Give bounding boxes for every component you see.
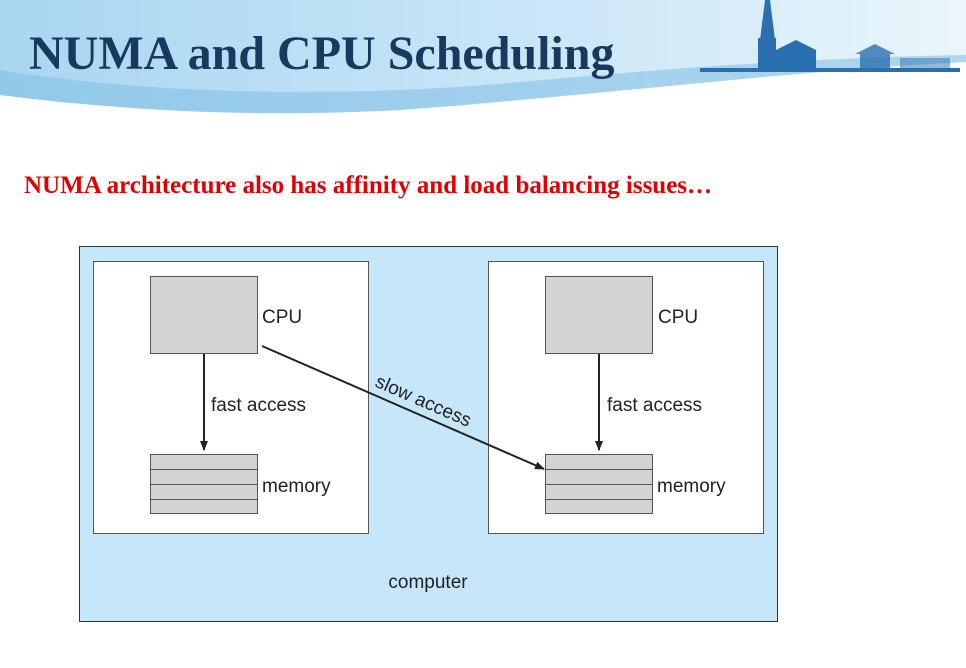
left-cpu-label: CPU bbox=[262, 307, 302, 328]
right-fast-access-label: fast access bbox=[607, 395, 702, 416]
header-banner bbox=[0, 0, 966, 114]
right-cpu-label: CPU bbox=[658, 307, 698, 328]
skyline-logo bbox=[700, 0, 960, 72]
right-memory-label: memory bbox=[657, 476, 726, 497]
computer-label: computer bbox=[388, 572, 468, 593]
left-memory-stack bbox=[150, 454, 258, 514]
right-memory-stack bbox=[545, 454, 653, 514]
left-fast-access-label: fast access bbox=[211, 395, 306, 416]
left-cpu-box bbox=[150, 276, 258, 354]
slide-subtitle: NUMA architecture also has affinity and … bbox=[24, 172, 713, 199]
right-cpu-box bbox=[545, 276, 653, 354]
left-memory-label: memory bbox=[262, 476, 331, 497]
slow-access-arrow bbox=[261, 345, 545, 470]
page-title: NUMA and CPU Scheduling bbox=[29, 27, 615, 80]
